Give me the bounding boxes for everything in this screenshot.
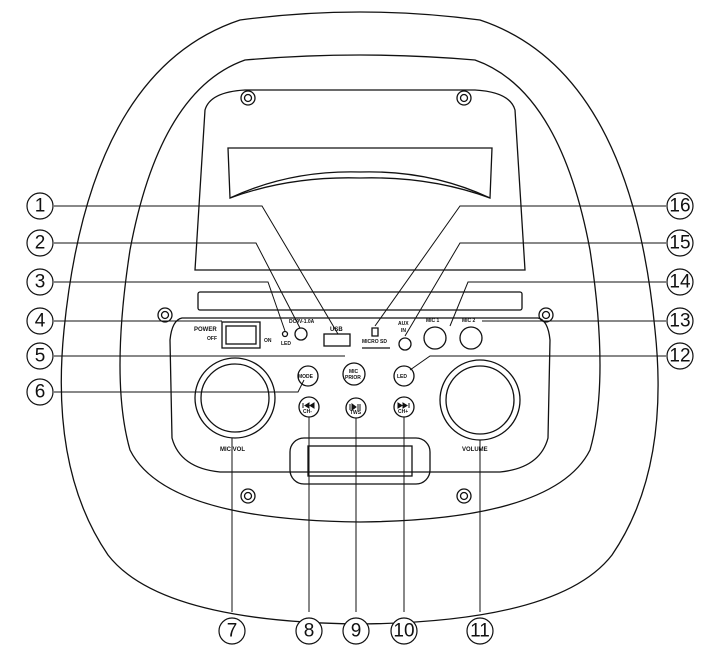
mic1-label: MIC 1 [426, 318, 440, 324]
mic-vol-label: MIC.VOL [220, 447, 245, 453]
callout-3 [26, 268, 54, 296]
mic2-label: MIC 2 [462, 318, 476, 324]
callout-9 [342, 617, 370, 645]
callout-13 [666, 307, 694, 335]
callout-5 [26, 342, 54, 370]
aux-in-label: IN [401, 328, 406, 334]
mic-prior-label-2: PRIOR [345, 375, 361, 381]
callout-7 [218, 617, 246, 645]
leader-lines [54, 205, 666, 612]
callout-number-12: 12 [669, 346, 690, 367]
mode-button-label: MODE [298, 374, 314, 380]
button-icons [302, 402, 410, 411]
next-icon [397, 402, 410, 409]
callout-number-8: 8 [304, 621, 315, 642]
callout-number-1: 1 [35, 196, 46, 217]
tws-label: TWS [350, 410, 362, 416]
mic-prior-label-1: MIC [349, 369, 359, 375]
ch-plus-label: CH+ [398, 409, 408, 415]
callout-number-14: 14 [669, 272, 691, 293]
callout-14 [666, 268, 694, 296]
callout-number-4: 4 [35, 311, 46, 332]
usb-label: USB [330, 327, 343, 333]
play-pause-icon [349, 403, 361, 411]
callout-11 [466, 617, 494, 645]
micro-sd-label: MICRO SD [362, 339, 387, 345]
callout-12 [666, 342, 694, 370]
power-on-label: ON [264, 338, 272, 344]
led-button-label: LED [397, 374, 407, 380]
callout-number-5: 5 [35, 346, 46, 367]
dc-label: DC9V-1.0A [289, 319, 315, 325]
callout-number-11: 11 [470, 621, 490, 642]
panel-labels: USB DC9V-1.0A LED POWER OFF ON MICRO SD … [194, 318, 488, 453]
callout-number-2: 2 [35, 233, 46, 254]
callout-16 [666, 192, 694, 220]
ch-minus-label: CH- [303, 409, 312, 415]
callout-numbers: 1 2 3 4 5 6 7 8 9 10 11 12 13 14 15 16 [35, 196, 691, 642]
callout-number-6: 6 [35, 382, 46, 403]
aux-label: AUX [398, 321, 409, 327]
callout-2 [26, 229, 54, 257]
previous-icon [302, 402, 315, 409]
callout-number-16: 16 [669, 196, 690, 217]
led-indicator-label: LED [281, 341, 291, 347]
callout-number-10: 10 [393, 621, 414, 642]
callout-number-3: 3 [35, 272, 46, 293]
callout-number-13: 13 [669, 311, 690, 332]
callout-number-15: 15 [669, 233, 690, 254]
volume-label: VOLUME [462, 447, 488, 453]
callout-10 [390, 617, 418, 645]
power-label: POWER [194, 327, 217, 333]
power-off-label: OFF [207, 336, 217, 342]
speaker-body [60, 11, 659, 625]
callout-circles [26, 192, 694, 645]
callout-8 [295, 617, 323, 645]
callout-4 [26, 307, 54, 335]
callout-number-7: 7 [227, 621, 238, 642]
callout-1 [26, 192, 54, 220]
callout-6 [26, 378, 54, 406]
callout-15 [666, 229, 694, 257]
callout-number-9: 9 [351, 621, 362, 642]
